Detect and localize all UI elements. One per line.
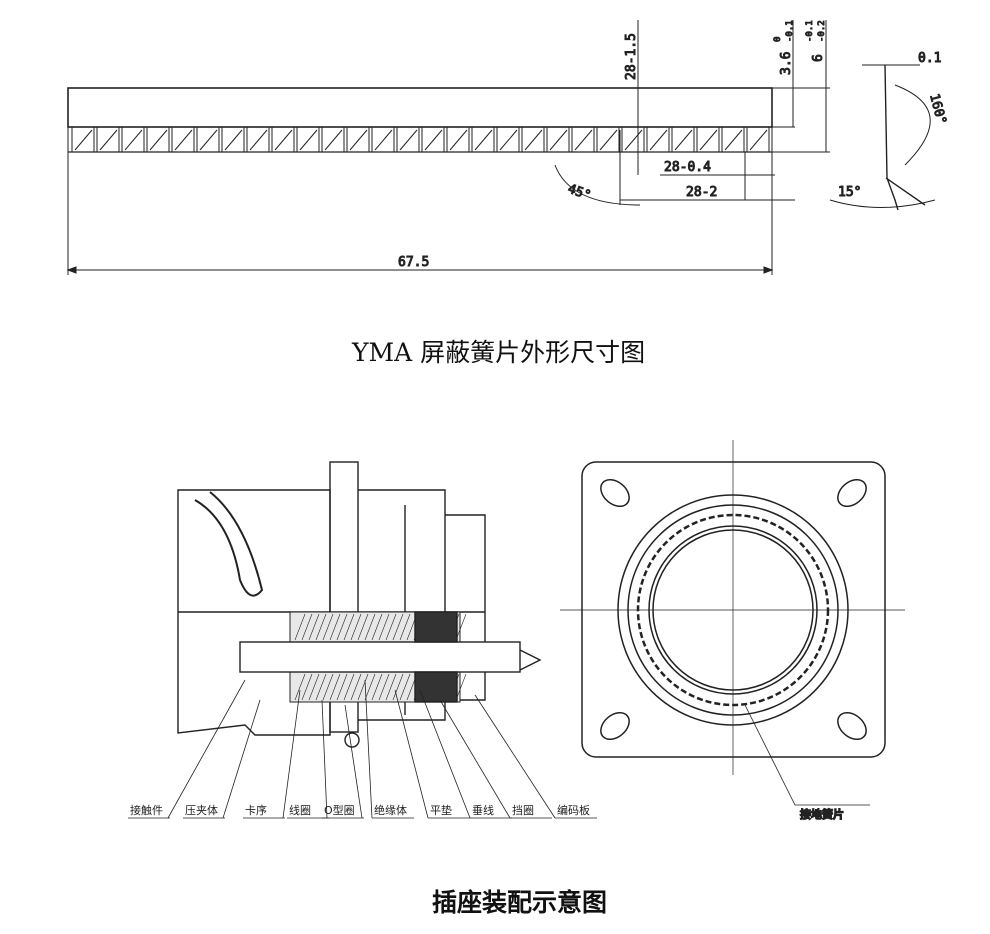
strip-tooth: [146, 126, 170, 153]
strip-tooth: [96, 126, 120, 153]
part-label: 绝缘体: [374, 803, 407, 817]
dim-angle-tooth: 45°: [566, 182, 593, 204]
dim-height-a-tol-upper: 0: [773, 37, 783, 42]
strip-tooth: [296, 126, 320, 153]
strip-tooth: [71, 126, 95, 153]
dim-height-a: 3.6: [779, 52, 794, 75]
part-label: 编码板: [557, 803, 590, 817]
strip-tooth: [446, 126, 470, 153]
strip-tooth: [521, 126, 545, 153]
socket-assembly-section: [177, 461, 542, 748]
strip-tooth: [496, 126, 520, 153]
dim-angle-bend: 160°: [926, 92, 949, 126]
part-label: O型圈: [324, 803, 355, 817]
part-label: 卡序: [245, 803, 267, 817]
dim-height-b-tol-lower: -0.2: [817, 20, 827, 42]
dim-overall-length: 67.5: [398, 255, 429, 270]
strip-tooth: [271, 126, 295, 153]
strip-tooth: [171, 126, 195, 153]
part-label: 线圈: [289, 803, 311, 817]
strip-tooth: [671, 126, 695, 153]
leader-line: [419, 689, 471, 819]
strip-tooth: [346, 126, 370, 153]
strip-tooth: [571, 126, 595, 153]
part-label: 挡圈: [512, 803, 534, 817]
part-label: 接触件: [130, 803, 163, 817]
part-label: 平垫: [430, 803, 452, 817]
dim-thickness: 0.1: [918, 51, 941, 66]
leader-line: [364, 679, 373, 819]
part-label: 压夹体: [185, 803, 218, 817]
dim-angle-side: 15°: [838, 185, 861, 200]
strip-tooth: [371, 126, 395, 153]
socket-flange-front-view: 接地簧片: [560, 440, 905, 822]
strip-tooth: [396, 126, 420, 153]
strip-tooth: [696, 126, 720, 153]
dim-height-b-tol-upper: -0.1: [805, 20, 815, 42]
dim-height-a-tol-lower: -0.1: [785, 20, 795, 42]
dim-slot: 28-2: [686, 185, 717, 200]
leader-line: [394, 689, 429, 819]
strip-tooth: [196, 126, 220, 153]
strip-tooth: [646, 126, 670, 153]
leader-line: [222, 699, 261, 819]
strip-tooth: [471, 126, 495, 153]
strip-tooth: [596, 126, 620, 153]
leader-line: [474, 694, 556, 819]
dim-tooth-width: 28-0.4: [664, 160, 711, 175]
strip-tooth: [321, 126, 345, 153]
strip-tooth: [421, 126, 445, 153]
strip-tooth: [546, 126, 570, 153]
bottom-drawing-title: 插座装配示意图: [432, 888, 608, 917]
leader-line: [344, 704, 363, 819]
strip-tooth: [221, 126, 245, 153]
leader-line: [321, 699, 328, 819]
strip-tooth: [121, 126, 145, 153]
label-grounding-spring: 接地簧片: [800, 807, 844, 821]
dim-height-b: 6: [811, 54, 826, 62]
leader-line: [167, 679, 246, 819]
part-label: 垂线: [472, 803, 494, 817]
strip-tooth: [746, 126, 770, 153]
top-drawing-title: YMA 屏蔽簧片外形尺寸图: [352, 338, 646, 367]
leader-line: [282, 689, 301, 819]
spring-strip-elevation: 67.5 28-1.5 28-0.4 28-2 3.6 0 -0.1 6 -0.…: [66, 20, 949, 275]
strip-tooth: [621, 126, 645, 153]
strip-tooth: [721, 126, 745, 153]
leader-line: [439, 699, 511, 819]
strip-tooth: [246, 126, 270, 153]
leader-grounding-spring: [744, 704, 870, 806]
dim-pitch: 28-1.5: [624, 33, 639, 80]
